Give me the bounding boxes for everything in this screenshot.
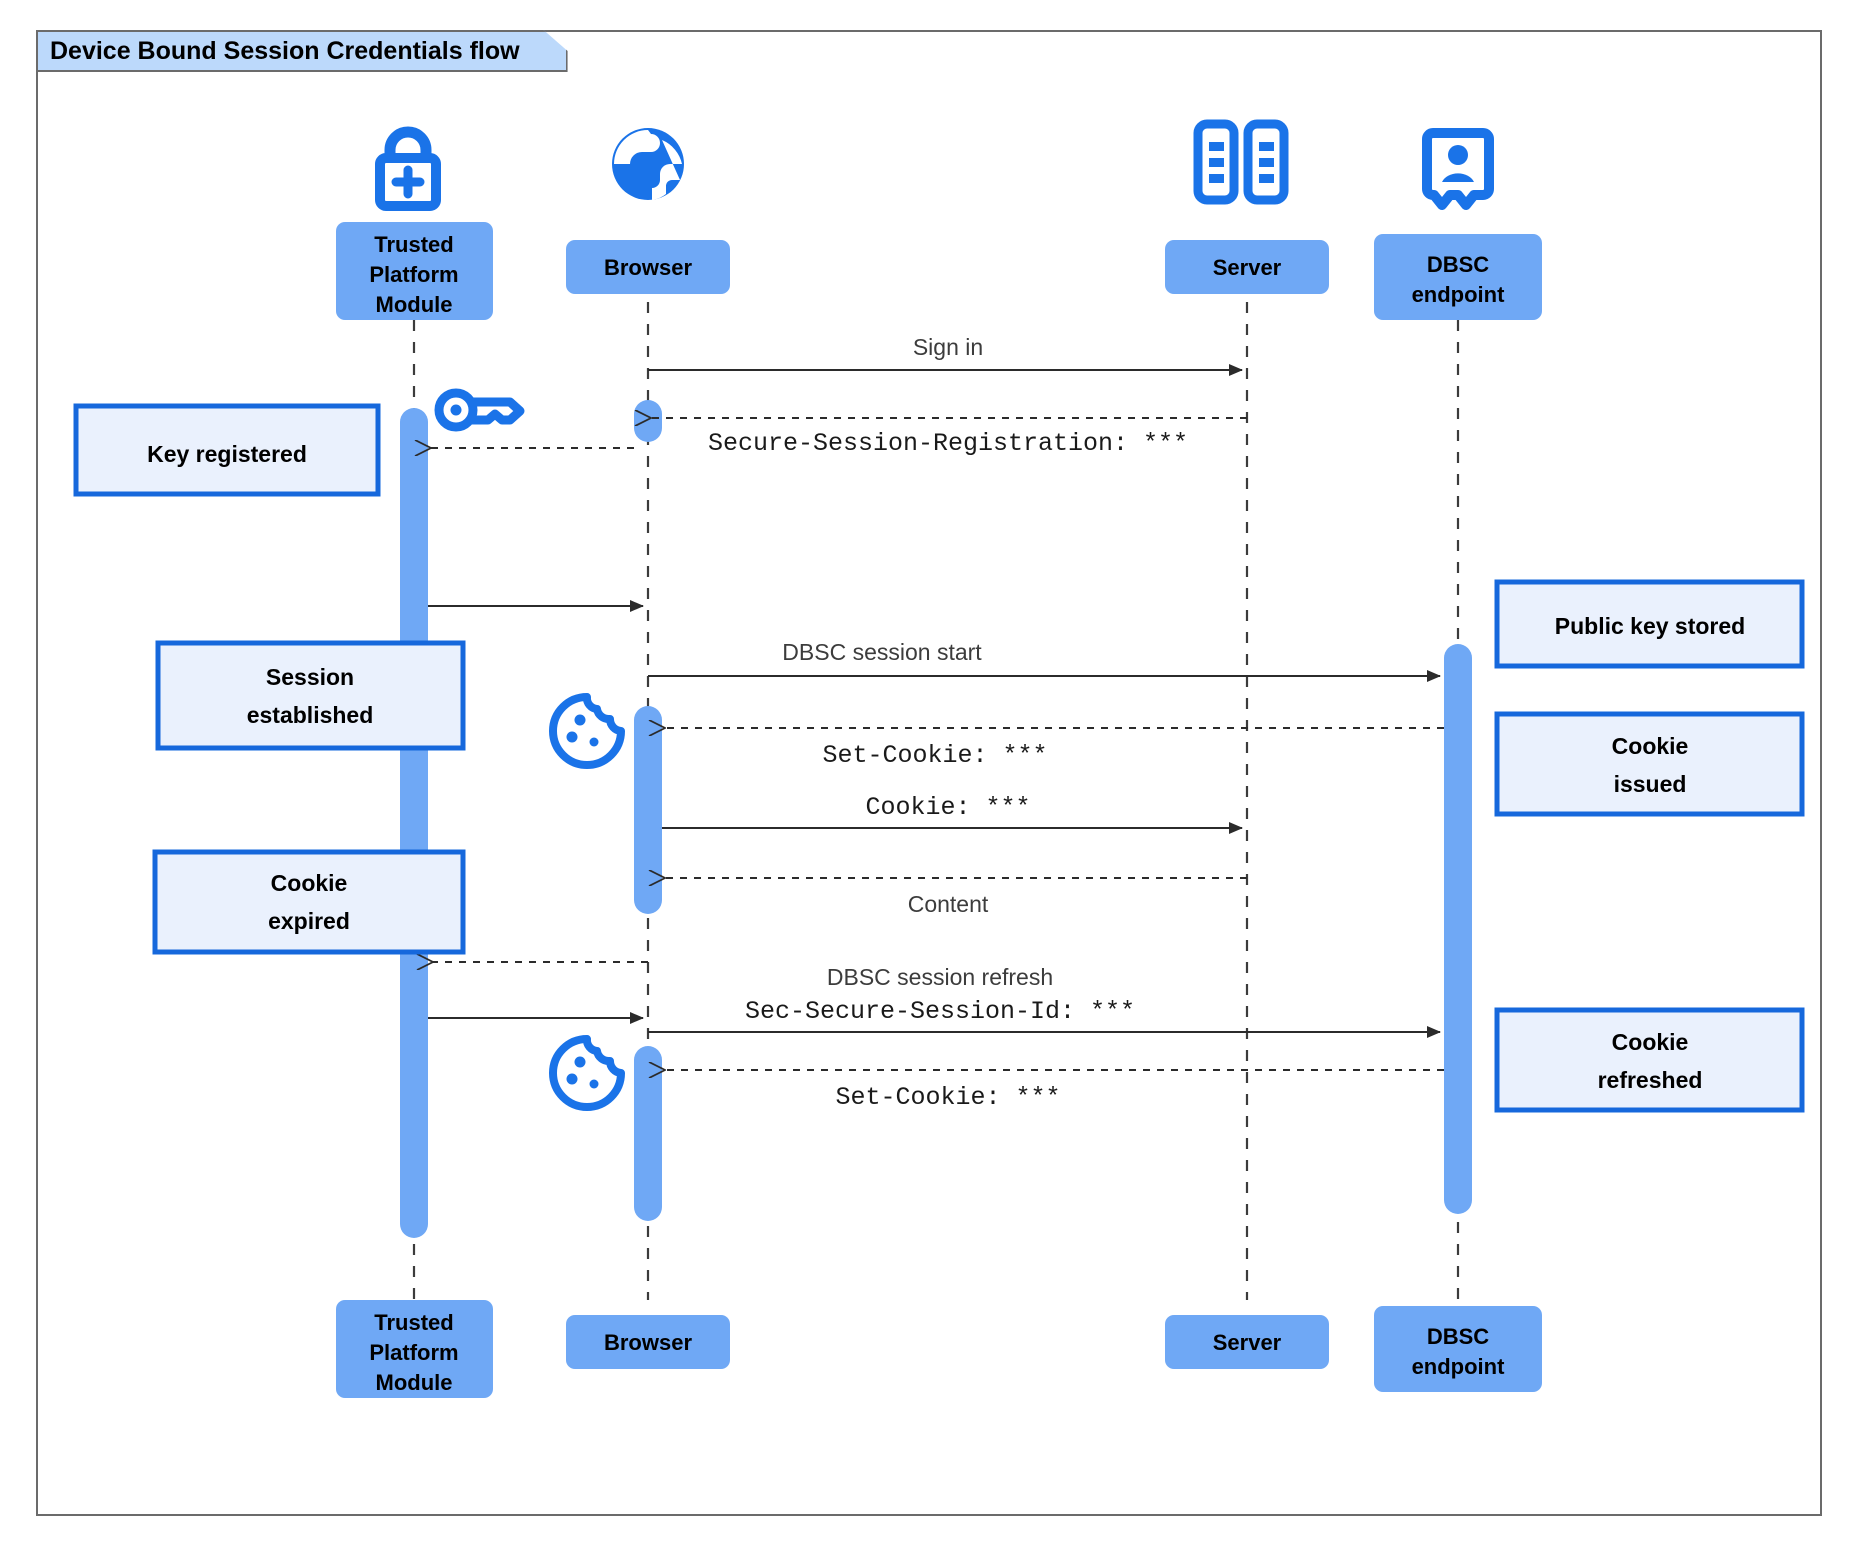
participant-label-line: Server <box>1213 1330 1282 1355</box>
message-sign-in: Sign in <box>648 334 1243 376</box>
participant-box-tpm-bottom[interactable]: Trusted Platform Module <box>336 1300 493 1398</box>
participant-box-browser-bottom[interactable]: Browser <box>566 1315 730 1369</box>
frame-title: Device Bound Session Credentials flow <box>36 30 568 72</box>
message-label: Cookie: *** <box>865 793 1030 822</box>
id-badge-icon <box>1422 128 1494 210</box>
message-label: Content <box>908 891 989 917</box>
participant-label-line: Module <box>376 1370 453 1395</box>
server-rack-icon <box>1193 119 1289 205</box>
note-line: issued <box>1614 771 1687 797</box>
message-label: Set-Cookie: *** <box>822 741 1047 770</box>
key-icon <box>434 388 525 432</box>
note-line: Key registered <box>147 441 307 467</box>
participant-box-dbsc-top[interactable]: DBSC endpoint <box>1374 234 1542 320</box>
activation-bar-browser-3 <box>634 1046 662 1221</box>
participant-label-line: Module <box>376 292 453 317</box>
message-label: DBSC session refresh <box>827 964 1053 990</box>
participant-label-line: Platform <box>369 1340 458 1365</box>
activation-bar-browser-1 <box>634 400 662 442</box>
participant-label-line: Trusted <box>374 1310 453 1335</box>
participant-label-line: Browser <box>604 255 692 280</box>
note-line: Public key stored <box>1555 613 1745 639</box>
message-set-cookie-1: Set-Cookie: *** <box>664 728 1444 770</box>
message-secure-session-registration: Secure-Session-Registration: *** <box>650 418 1247 458</box>
note-line: Session <box>266 664 354 690</box>
message-set-cookie-2: Set-Cookie: *** <box>664 1070 1444 1112</box>
participant-label-line: Server <box>1213 255 1282 280</box>
message-dbsc-session-start: DBSC session start <box>648 639 1441 682</box>
note-line: refreshed <box>1598 1067 1703 1093</box>
participant-box-server-bottom[interactable]: Server <box>1165 1315 1329 1369</box>
message-label: Secure-Session-Registration: *** <box>708 429 1188 458</box>
message-cookie: Cookie: *** <box>662 793 1243 834</box>
participant-label-line: Browser <box>604 1330 692 1355</box>
participant-box-server-top[interactable]: Server <box>1165 240 1329 294</box>
participant-box-tpm-top[interactable]: Trusted Platform Module <box>336 222 493 320</box>
activation-bar-dbsc <box>1444 644 1472 1214</box>
participant-box-dbsc-bottom[interactable]: DBSC endpoint <box>1374 1306 1542 1392</box>
message-label: DBSC session start <box>782 639 982 665</box>
message-label: Set-Cookie: *** <box>835 1083 1060 1112</box>
participant-label-line: Platform <box>369 262 458 287</box>
participant-label-line: Trusted <box>374 232 453 257</box>
note-cookie-issued: Cookie issued <box>1494 711 1805 817</box>
lock-plus-icon <box>375 126 441 211</box>
participant-label-line: DBSC <box>1427 1324 1489 1349</box>
activation-bar-tpm <box>400 408 428 1238</box>
note-session-established: Session established <box>155 640 466 751</box>
note-line: established <box>247 702 374 728</box>
note-key-registered: Key registered <box>73 403 381 497</box>
activation-bars <box>400 400 1472 1238</box>
cookie-icon <box>549 693 625 769</box>
message-label: Sign in <box>913 334 983 360</box>
note-line: Cookie <box>1612 733 1689 759</box>
participant-label-line: DBSC <box>1427 252 1489 277</box>
message-dbsc-session-refresh: DBSC session refresh Sec-Secure-Session-… <box>648 964 1441 1038</box>
participant-label-line: endpoint <box>1412 1354 1506 1379</box>
message-content: Content <box>664 878 1247 917</box>
cookie-icon <box>549 1035 625 1111</box>
activation-bar-browser-2 <box>634 706 662 914</box>
note-public-key-stored: Public key stored <box>1494 579 1805 669</box>
participant-box-browser-top[interactable]: Browser <box>566 240 730 294</box>
note-line: Cookie <box>271 870 348 896</box>
note-line: expired <box>268 908 350 934</box>
participant-label-line: endpoint <box>1412 282 1506 307</box>
note-cookie-expired: Cookie expired <box>152 849 466 955</box>
message-label: Sec-Secure-Session-Id: *** <box>745 997 1135 1026</box>
note-cookie-refreshed: Cookie refreshed <box>1494 1007 1805 1113</box>
globe-icon <box>612 128 684 200</box>
note-line: Cookie <box>1612 1029 1689 1055</box>
